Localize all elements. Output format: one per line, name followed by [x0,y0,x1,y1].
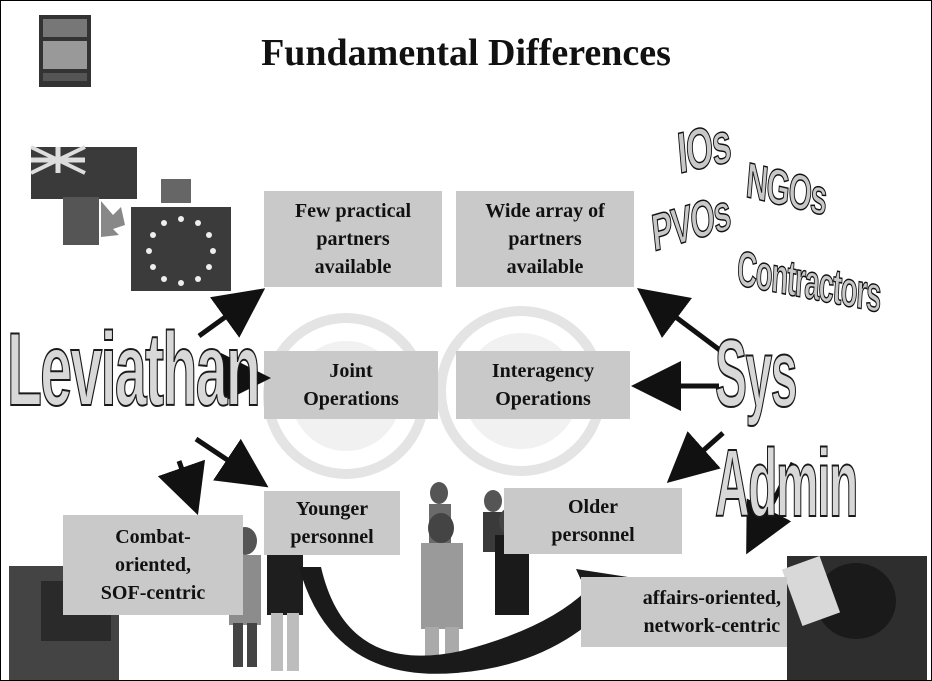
arrow-leviathan-combat [157,459,206,516]
box-older-personnel: Older personnel [504,488,682,554]
box-joint-operations: Joint Operations [264,351,438,419]
arrow-leviathan-partners [197,288,266,339]
book-cover-logo [39,15,91,87]
box-civil-affairs: affairs-oriented, network-centric [581,577,787,647]
arrow-sysadmin-older [666,431,725,483]
box-younger-personnel: Younger personnel [264,491,400,555]
arrow-sysadmin-civil [746,461,796,555]
arrow-sysadmin-partners [637,288,723,353]
org-ios-label: IOs [675,109,734,187]
leviathan-label: Leviathan [6,311,261,429]
box-wide-partners: Wide array of partners available [456,191,634,287]
sys-admin-label: Sys Admin [715,319,859,538]
box-combat-oriented: Combat- oriented, SOF-centric [63,515,243,615]
slide-title: Fundamental Differences [261,32,671,74]
box-few-partners: Few practical partners available [264,191,442,287]
box-interagency-operations: Interagency Operations [456,351,630,419]
arrow-leviathan-younger [194,436,269,488]
